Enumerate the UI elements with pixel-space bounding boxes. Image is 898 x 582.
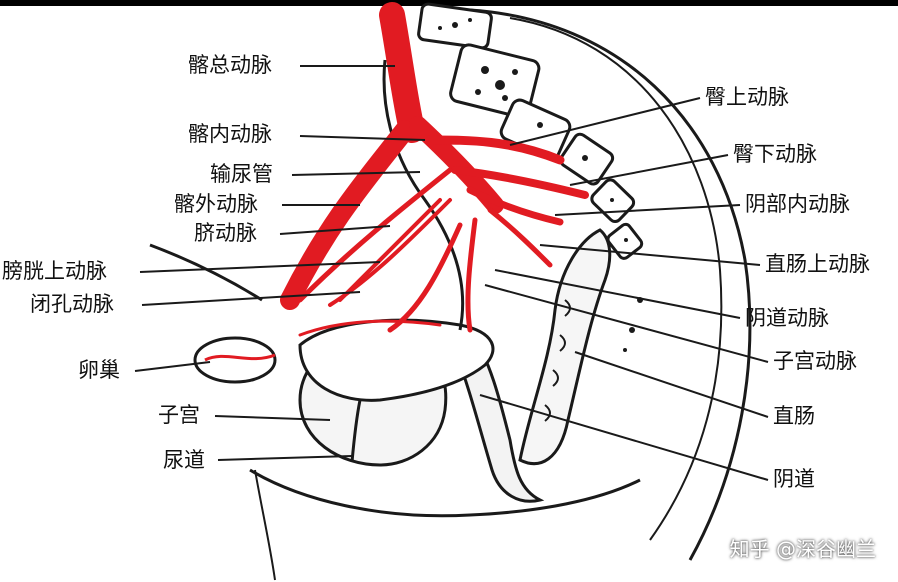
bone-texture: [438, 18, 643, 352]
uterus-shape: [298, 318, 495, 402]
leader-ureter: [291, 171, 421, 176]
label-rectum: 直肠: [773, 404, 815, 428]
umbilical-artery-path: [297, 167, 453, 303]
ovary-vessels: [204, 353, 276, 362]
superior-rectal-artery-path: [487, 207, 553, 268]
label-common-iliac-artery: 髂总动脉: [188, 53, 272, 77]
ureter-shape: [382, 59, 465, 331]
label-inferior-gluteal-artery: 臀下动脉: [733, 142, 817, 166]
thigh-outline: [254, 469, 276, 581]
label-vaginal-artery: 阴道动脉: [745, 306, 829, 330]
label-uterus: 子宫: [158, 403, 200, 427]
inferior-gluteal-artery-path: [451, 166, 589, 199]
leader-superior-vesical: [139, 261, 381, 273]
common-iliac-artery-path: [379, 2, 425, 143]
leader-vagina: [479, 394, 769, 481]
label-umbilical-artery: 脐动脉: [194, 221, 257, 245]
top-border: [0, 0, 898, 6]
ovary-shape: [193, 336, 277, 384]
label-internal-iliac-artery: 髂内动脉: [188, 122, 272, 146]
internal-pudendal-artery-path: [466, 186, 564, 226]
leader-internal-iliac: [299, 135, 426, 141]
leader-superior-rectal: [539, 244, 761, 266]
leader-obturator: [141, 291, 361, 306]
uterine-branch-path: [298, 319, 442, 337]
leader-ovary: [134, 361, 211, 372]
sacrum-vertebrae: [417, 2, 644, 260]
leader-inferior-gluteal: [569, 154, 729, 186]
external-iliac-artery-path: [280, 120, 415, 310]
label-external-iliac-artery: 髂外动脉: [174, 192, 258, 216]
leader-vaginal: [494, 269, 741, 319]
label-ureter: 输尿管: [210, 162, 273, 186]
body-outline: [469, 8, 752, 561]
label-uterine-artery: 子宫动脉: [773, 349, 857, 373]
leader-rectum: [574, 351, 769, 418]
vaginal-artery-path: [465, 217, 478, 333]
leader-urethra: [217, 455, 353, 461]
urethra-shape: [350, 399, 362, 463]
label-superior-vesical-artery: 膀胱上动脉: [2, 259, 107, 283]
leader-uterine: [484, 284, 769, 363]
arteries: [280, 2, 589, 337]
leader-umbilical: [279, 225, 391, 235]
pubic-outline: [249, 468, 641, 518]
label-urethra: 尿道: [163, 448, 205, 472]
label-superior-gluteal-artery: 臀上动脉: [705, 85, 789, 109]
watermark: 知乎 @深谷幽兰: [729, 537, 876, 561]
buttock-outline: [509, 17, 723, 541]
leader-uterus: [214, 415, 331, 421]
leader-superior-gluteal: [509, 97, 701, 146]
leader-internal-pudendal: [554, 204, 741, 216]
label-internal-pudendal-artery: 阴部内动脉: [745, 192, 850, 216]
superior-gluteal-artery-path: [425, 135, 565, 165]
leader-lines: [134, 65, 769, 481]
label-vagina: 阴道: [773, 467, 815, 491]
label-ovary: 卵巢: [78, 358, 120, 382]
obturator-artery-path: [328, 198, 452, 307]
label-superior-rectal-artery: 直肠上动脉: [765, 252, 870, 276]
label-obturator-artery: 闭孔动脉: [30, 292, 114, 316]
abdomen-outline: [149, 243, 263, 302]
